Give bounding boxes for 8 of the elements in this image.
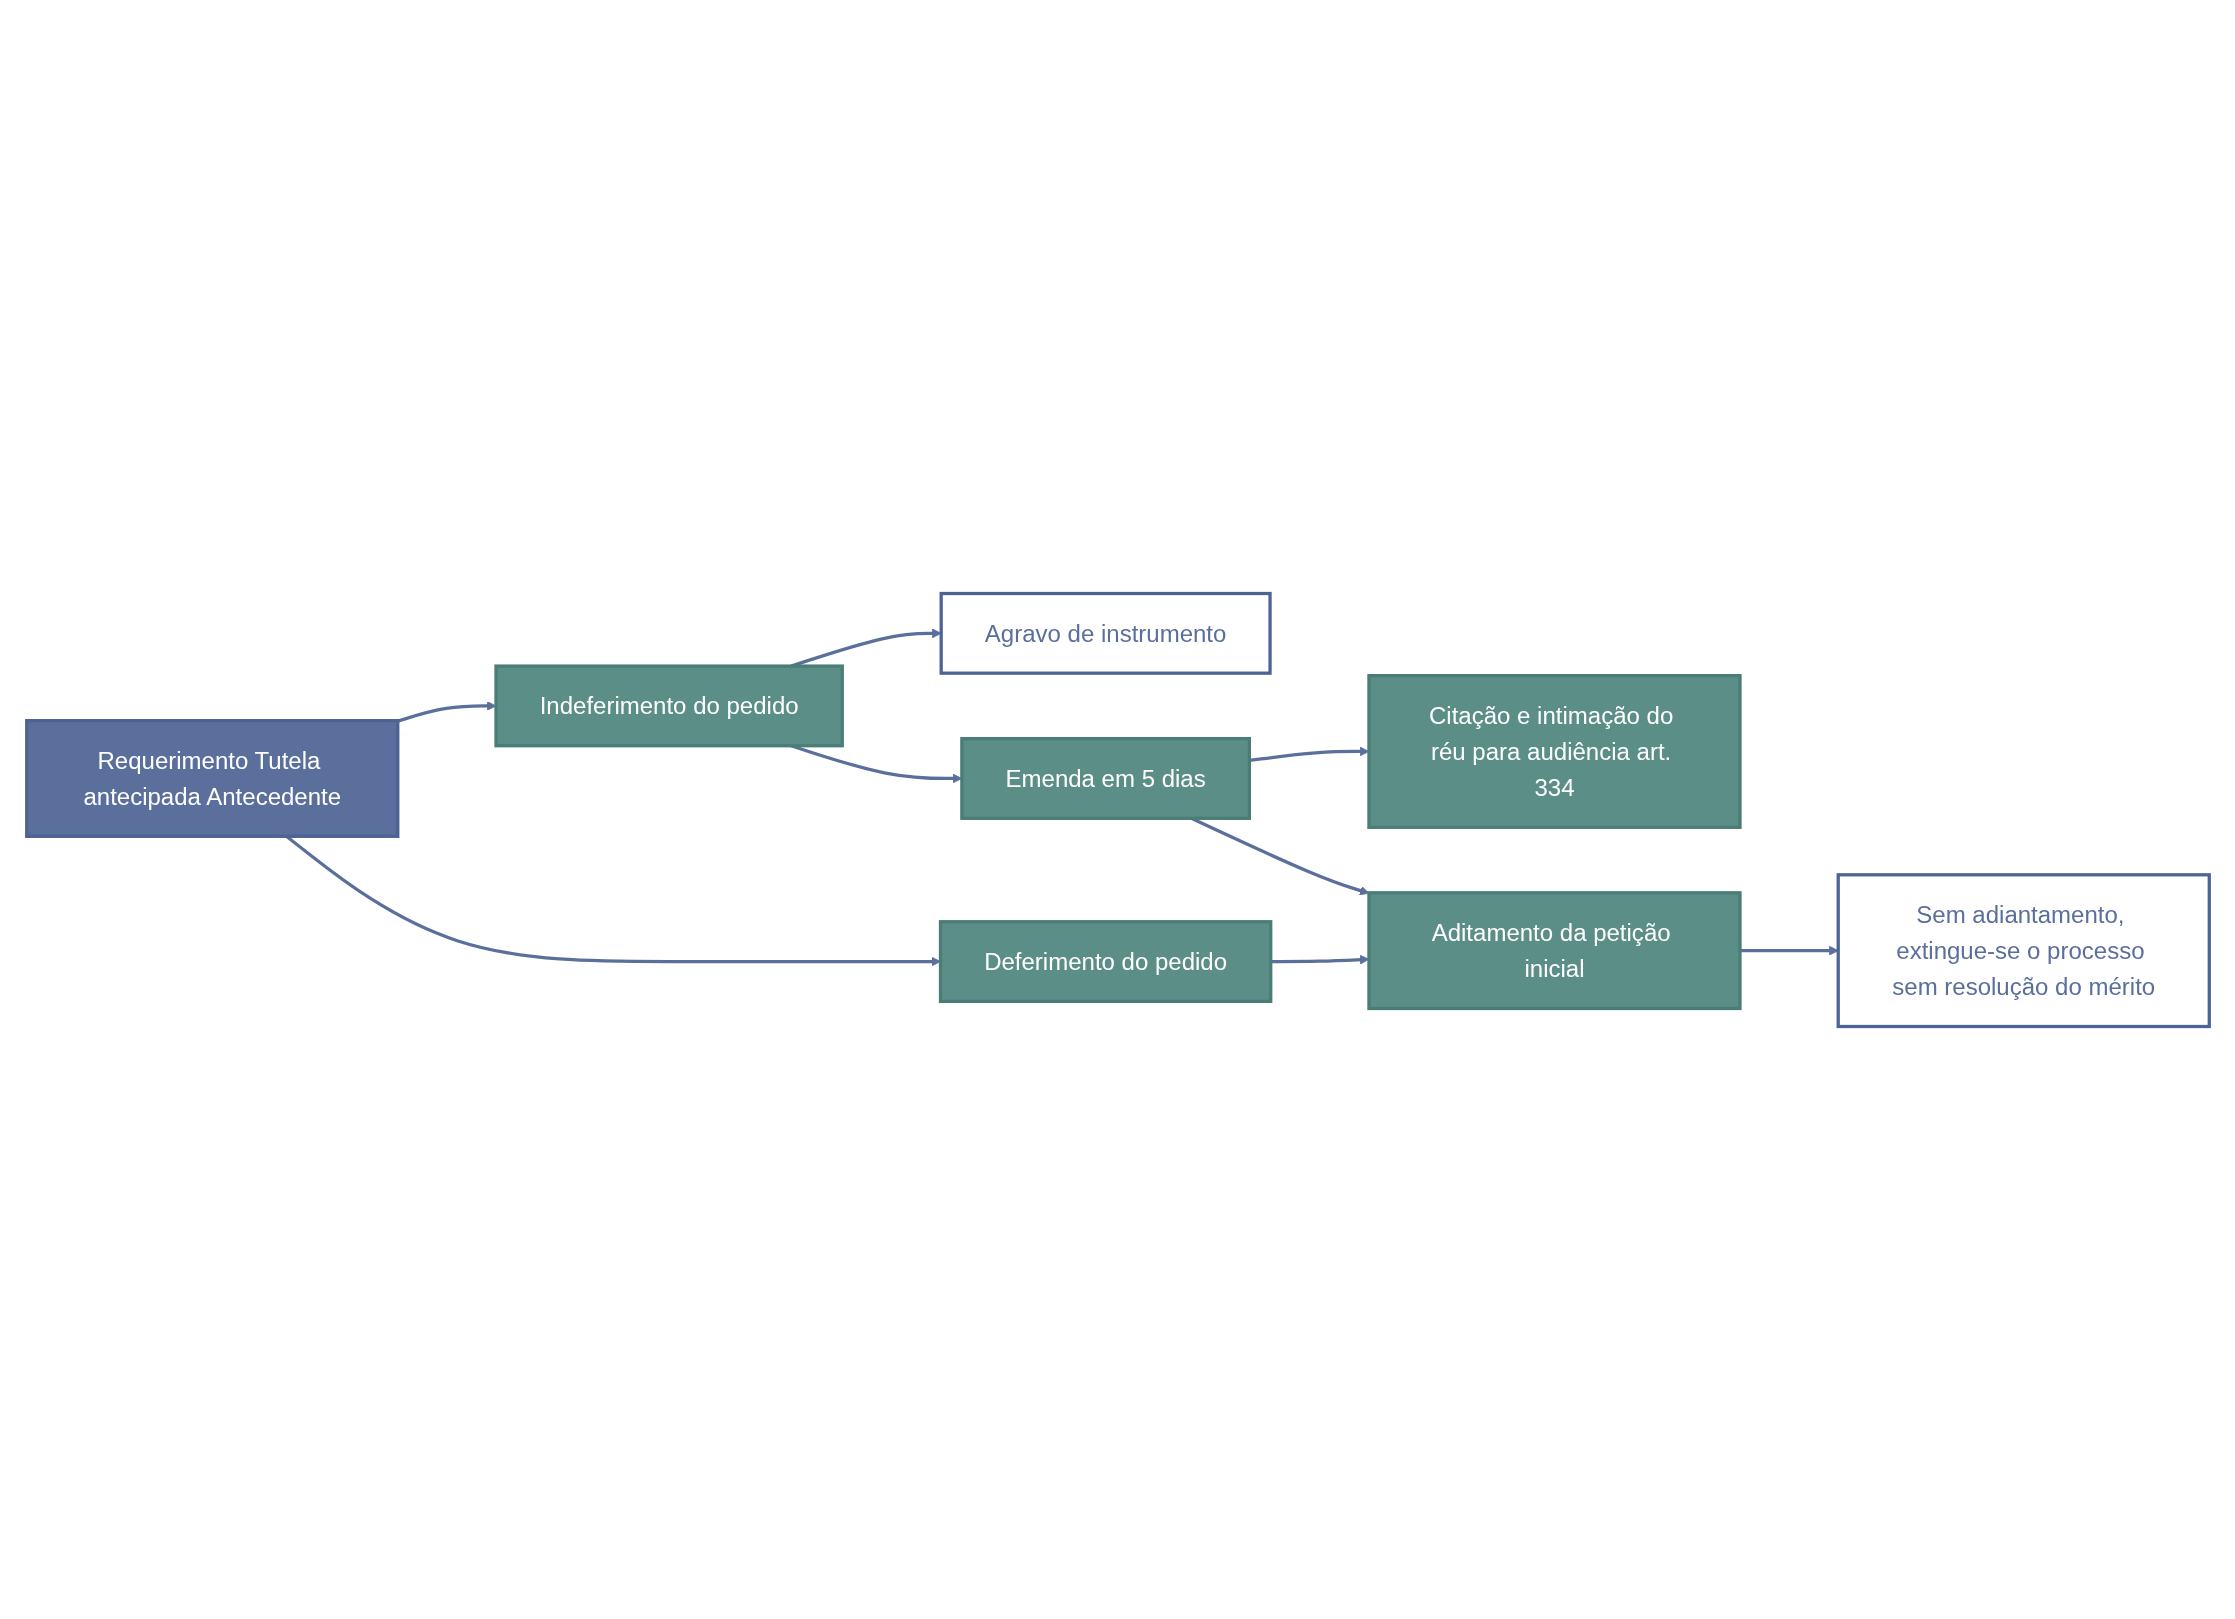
node-box: Indeferimento do pedido: [493, 663, 844, 747]
node-box: Deferimento do pedido: [938, 919, 1272, 1003]
node-box: Emenda em 5 dias: [959, 736, 1251, 820]
node-box: Aditamento da petição inicial: [1366, 890, 1742, 1010]
node-box: Requerimento Tutela antecipada Antecedente: [24, 718, 399, 838]
node-box: Sem adiantamento, extingue-se o processo sem resolução do mérito: [1836, 872, 2211, 1028]
node-box: Citação e intimação do réu para audiência art. 334: [1366, 673, 1742, 829]
node-box: Agravo de instrumento: [939, 591, 1272, 675]
